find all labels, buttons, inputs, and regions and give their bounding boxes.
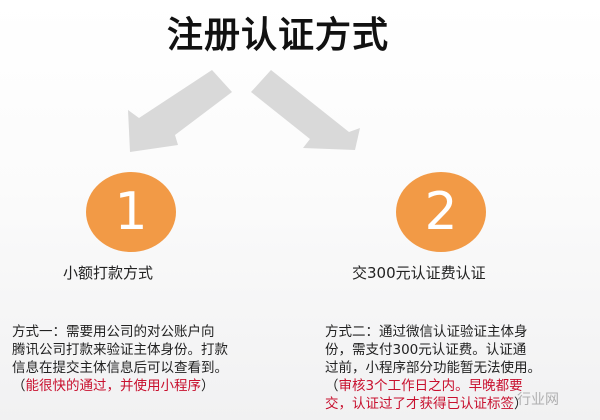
description-note: （能很快的通过，并使用小程序）	[12, 377, 282, 395]
option-1-label: 小额打款方式	[63, 264, 154, 282]
note-highlight: 能很快的通过，并使用小程序	[25, 378, 202, 394]
diagram-title: 注册认证方式	[166, 15, 389, 56]
note-paren-open: （	[325, 378, 339, 394]
note-highlight: 交，认证过了才获得已认证标签	[325, 396, 514, 412]
option-1-description: 方式一：需要用公司的对公账户向 腾讯公司打款来验证主体身份。打款 信息在提交主体…	[12, 323, 282, 395]
watermark: 行业网	[517, 392, 559, 408]
description-line: 方式一：需要用公司的对公账户向	[12, 324, 215, 340]
description-note: （审核3个工作日之内。早晚都要	[325, 377, 590, 395]
option-1-number-badge: 1	[86, 172, 176, 252]
description-note: 交，认证过了才获得已认证标签）	[325, 395, 590, 413]
note-highlight: 审核3个工作日之内。早晚都要	[338, 378, 523, 394]
note-paren-open: （	[12, 378, 26, 394]
note-paren-close: ）	[514, 396, 528, 412]
description-line: 方式二：通过微信认证验证主体身	[325, 324, 528, 340]
arrow-down-left-icon	[128, 70, 232, 152]
description-line: 过前，小程序部分功能暂无法使用。	[325, 360, 541, 376]
note-paren-close: ）	[201, 378, 215, 394]
option-2-label: 交300元认证费认证	[352, 264, 486, 282]
description-line: 份，需支付300元认证费。认证通	[325, 342, 527, 358]
option-1-number: 1	[114, 182, 148, 242]
arrows-layer	[128, 70, 360, 152]
option-2-number-badge: 2	[396, 172, 486, 252]
arrow-down-right-icon	[251, 70, 360, 150]
option-2-description: 方式二：通过微信认证验证主体身 份，需支付300元认证费。认证通 过前，小程序部…	[325, 323, 590, 413]
option-2-number: 2	[424, 182, 458, 242]
description-line: 腾讯公司打款来验证主体身份。打款	[12, 342, 228, 358]
description-line: 信息在提交主体信息后可以查看到。	[12, 360, 228, 376]
